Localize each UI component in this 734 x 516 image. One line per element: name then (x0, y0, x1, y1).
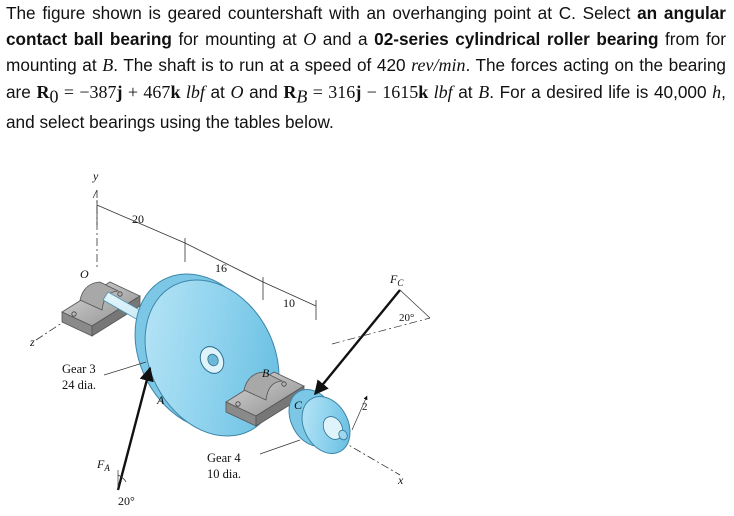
problem-text: from for mounting at (6, 29, 726, 76)
point-a-label: A (156, 393, 165, 407)
axis-x-label: x (397, 473, 404, 487)
bearing-b-block (225, 371, 305, 427)
problem-text: at (204, 81, 231, 102)
point-b-symbol: B (478, 81, 490, 102)
r0-j: j (116, 81, 123, 102)
dimension-16: 16 (215, 261, 227, 275)
bearing-type-2: 02-series cylindrical roller bearing (374, 29, 659, 50)
gear-4-leader (259, 439, 301, 455)
force-fa-label: FA (96, 457, 110, 473)
gear-4-label-line1: Gear 4 (207, 451, 241, 465)
rb-subscript: B (296, 86, 308, 107)
angle-c-label: 20° (399, 312, 414, 324)
gear-3-label-line1: Gear 3 (62, 362, 96, 376)
problem-text: and a (316, 29, 375, 50)
point-o-symbol: O (230, 81, 244, 102)
countershaft-figure: y z x 20 16 10 O A B (29, 169, 431, 508)
point-o-symbol: O (303, 29, 317, 50)
problem-text: . For a desired life is 40,000 (489, 81, 713, 102)
r0-unit: lbf (180, 81, 205, 102)
rb-k: k (418, 81, 429, 102)
gear-4-label-line2: 10 dia. (207, 467, 241, 481)
rb-j: j (355, 81, 362, 102)
gear-3-label-line2: 24 dia. (62, 378, 96, 392)
force-fc-arrow (314, 289, 431, 396)
point-c-label: C (294, 398, 303, 412)
speed-unit: rev/min (411, 55, 466, 76)
dimension-lines (96, 200, 317, 320)
gear-3 (134, 273, 280, 437)
point-b-symbol: B (102, 55, 114, 76)
problem-text: . The forces acting on the bearing are (6, 55, 726, 102)
problem-statement: The figure shown is geared countershaft … (6, 0, 726, 135)
problem-text: and (243, 81, 284, 102)
r0-k: k (170, 81, 181, 102)
problem-text: The figure shown is geared countershaft … (6, 3, 638, 23)
point-b-label: B (262, 366, 270, 380)
force-fa-arrow (116, 366, 154, 491)
r0-equation: = −387 (58, 81, 117, 102)
axis-y-label: y (92, 169, 99, 183)
rb-unit: lbf (428, 81, 453, 102)
force-fc-label: FC (389, 272, 404, 288)
label-2: 2 (362, 401, 368, 413)
axis-z-label: z (29, 335, 35, 349)
rb-minus: − 1615 (361, 81, 419, 102)
dimension-20: 20 (132, 212, 144, 226)
bearing-type-1: an angular contact ball bearing (6, 3, 726, 50)
problem-text: at (452, 81, 479, 102)
dimension-10: 10 (283, 296, 295, 310)
point-o-label: O (80, 267, 89, 281)
angle-a-label: 20° (118, 494, 135, 508)
rb-equation: = 316 (307, 81, 356, 102)
gear-3-leader (103, 361, 147, 376)
problem-text: , and select bearings using the tables b… (6, 81, 726, 133)
r0-symbol: R (36, 81, 50, 102)
life-unit: h (712, 81, 722, 102)
problem-text: . The shaft is to run at a speed of 420 (113, 55, 412, 76)
rb-symbol: R (283, 81, 297, 102)
label-2-leader (351, 395, 368, 431)
r0-plus: + 467 (122, 81, 171, 102)
gear-4 (288, 389, 351, 454)
r0-subscript: 0 (49, 86, 59, 107)
problem-text: for mounting at (171, 29, 304, 50)
